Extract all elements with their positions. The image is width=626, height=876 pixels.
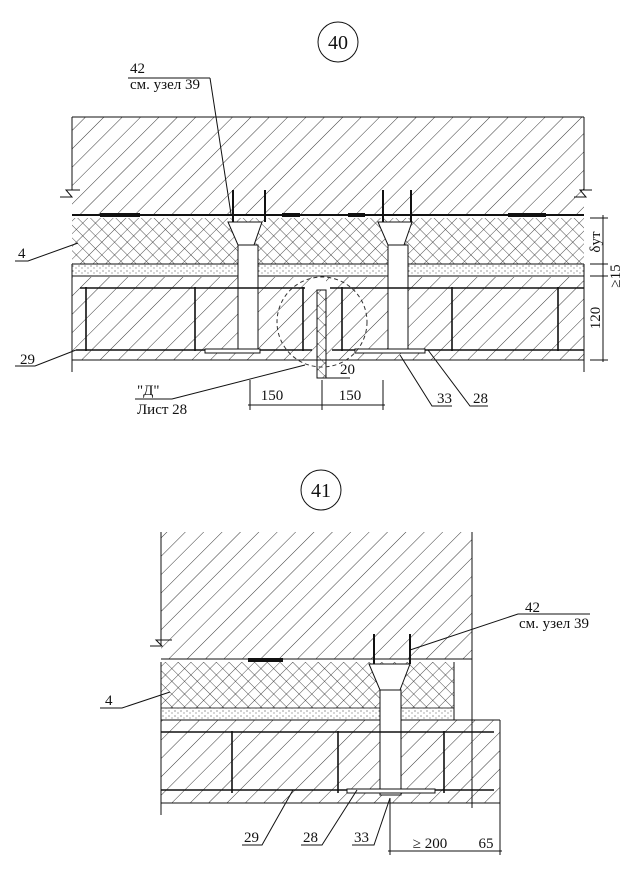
reinforcement-mesh: [76, 287, 584, 354]
dim-slab-120: 120: [588, 307, 604, 330]
dim-sand: ≥15: [608, 264, 624, 287]
detail-ref-sheet: Лист 28: [137, 402, 187, 418]
position-4-label: 4: [18, 246, 26, 262]
detail-number: 40: [328, 32, 348, 54]
anchor: [368, 634, 411, 796]
break-mark: [60, 189, 80, 198]
detail-ref-name: "Д": [137, 383, 159, 399]
callout-42-label: 42: [525, 600, 540, 616]
dim-insulation: δут: [588, 231, 604, 253]
detail-number-circle: [300, 469, 342, 511]
lower-concrete-slab-right: [326, 277, 584, 360]
expansion-joint: [316, 289, 327, 379]
position-4-label: 4: [105, 693, 113, 709]
break-mark: [574, 189, 592, 198]
callout-42-note: см. узел 39: [519, 616, 589, 632]
detail-40: 40: [15, 21, 624, 418]
detail-41: 41 42 см. узел 39 4 29 28: [100, 469, 590, 855]
dim-joint-20: 20: [340, 362, 355, 378]
position-28-label: 28: [303, 830, 318, 846]
reinforcement-mesh: [161, 731, 494, 794]
position-28-label: 28: [473, 391, 488, 407]
dim-overlap-200: ≥ 200: [413, 836, 447, 852]
insulation-layer: [72, 218, 584, 264]
position-33-label: 33: [354, 830, 369, 846]
insulation-layer: [161, 662, 454, 708]
position-29-label: 29: [20, 352, 35, 368]
detail-number: 41: [311, 480, 331, 502]
upper-concrete-slab: [72, 117, 584, 215]
dim-150-left: 150: [261, 388, 284, 404]
adhesive-strips: [100, 213, 546, 217]
dim-edge-65: 65: [479, 836, 494, 852]
anchor-left: [227, 190, 266, 354]
anchor-right: [377, 190, 413, 354]
dimensions-40: [248, 215, 608, 410]
position-29-label: 29: [244, 830, 259, 846]
position-33-label: 33: [437, 391, 452, 407]
detail-number-circle: [317, 21, 359, 63]
callout-42-note: см. узел 39: [130, 77, 200, 93]
callout-42-label: 42: [130, 61, 145, 77]
break-mark: [150, 639, 172, 647]
detail-d-circle[interactable]: [276, 276, 368, 368]
dim-150-right: 150: [339, 388, 362, 404]
adhesive-strip: [248, 658, 283, 662]
dimensions-41: [388, 798, 502, 855]
sand-layer: [72, 265, 584, 276]
upper-concrete-slab: [161, 532, 472, 659]
sand-layer: [160, 707, 455, 721]
